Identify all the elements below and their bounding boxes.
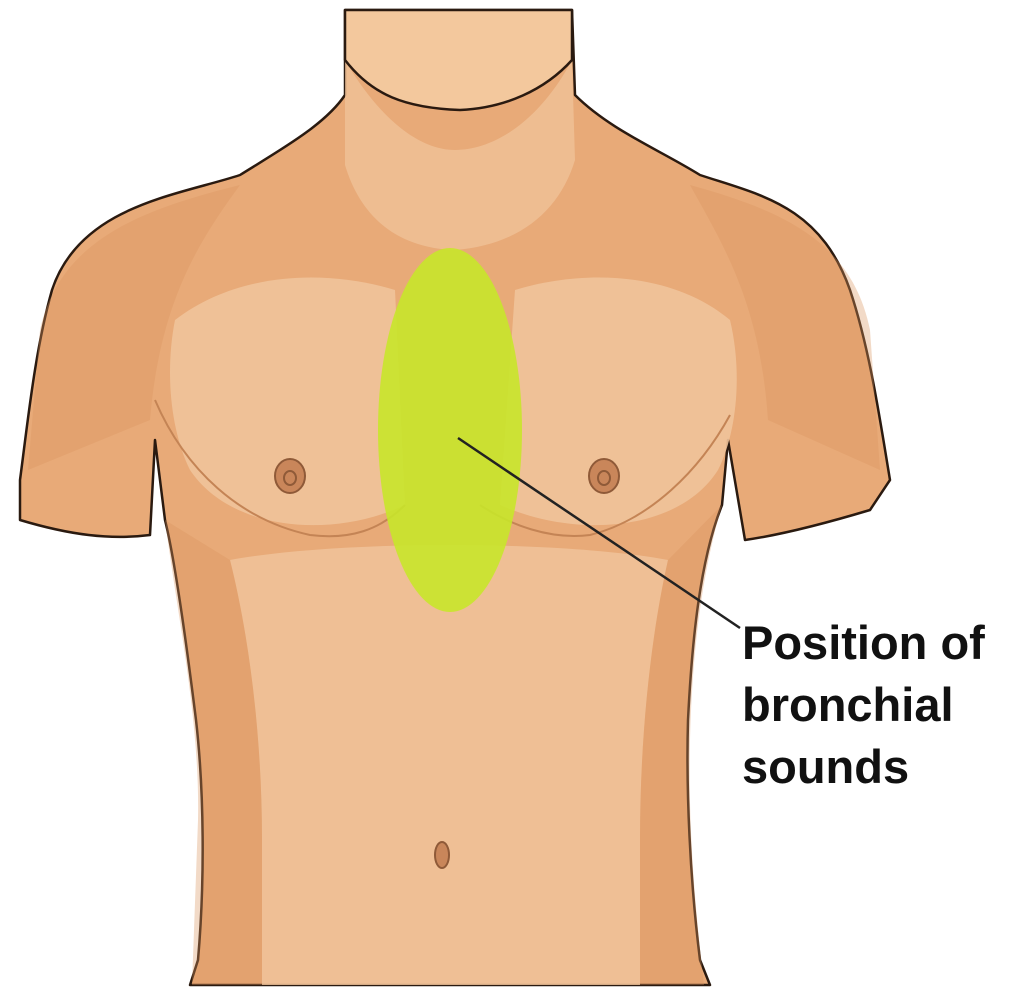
callout-label: Position of bronchial sounds [742, 612, 1012, 798]
callout-line-1: Position of [742, 612, 1012, 674]
callout-line-2: bronchial [742, 674, 1012, 736]
left-nipple [275, 459, 305, 493]
navel [435, 842, 449, 868]
bronchial-sounds-zone [378, 248, 522, 612]
right-pectoral [500, 278, 737, 526]
right-nipple [589, 459, 619, 493]
callout-line-3: sounds [742, 736, 1012, 798]
